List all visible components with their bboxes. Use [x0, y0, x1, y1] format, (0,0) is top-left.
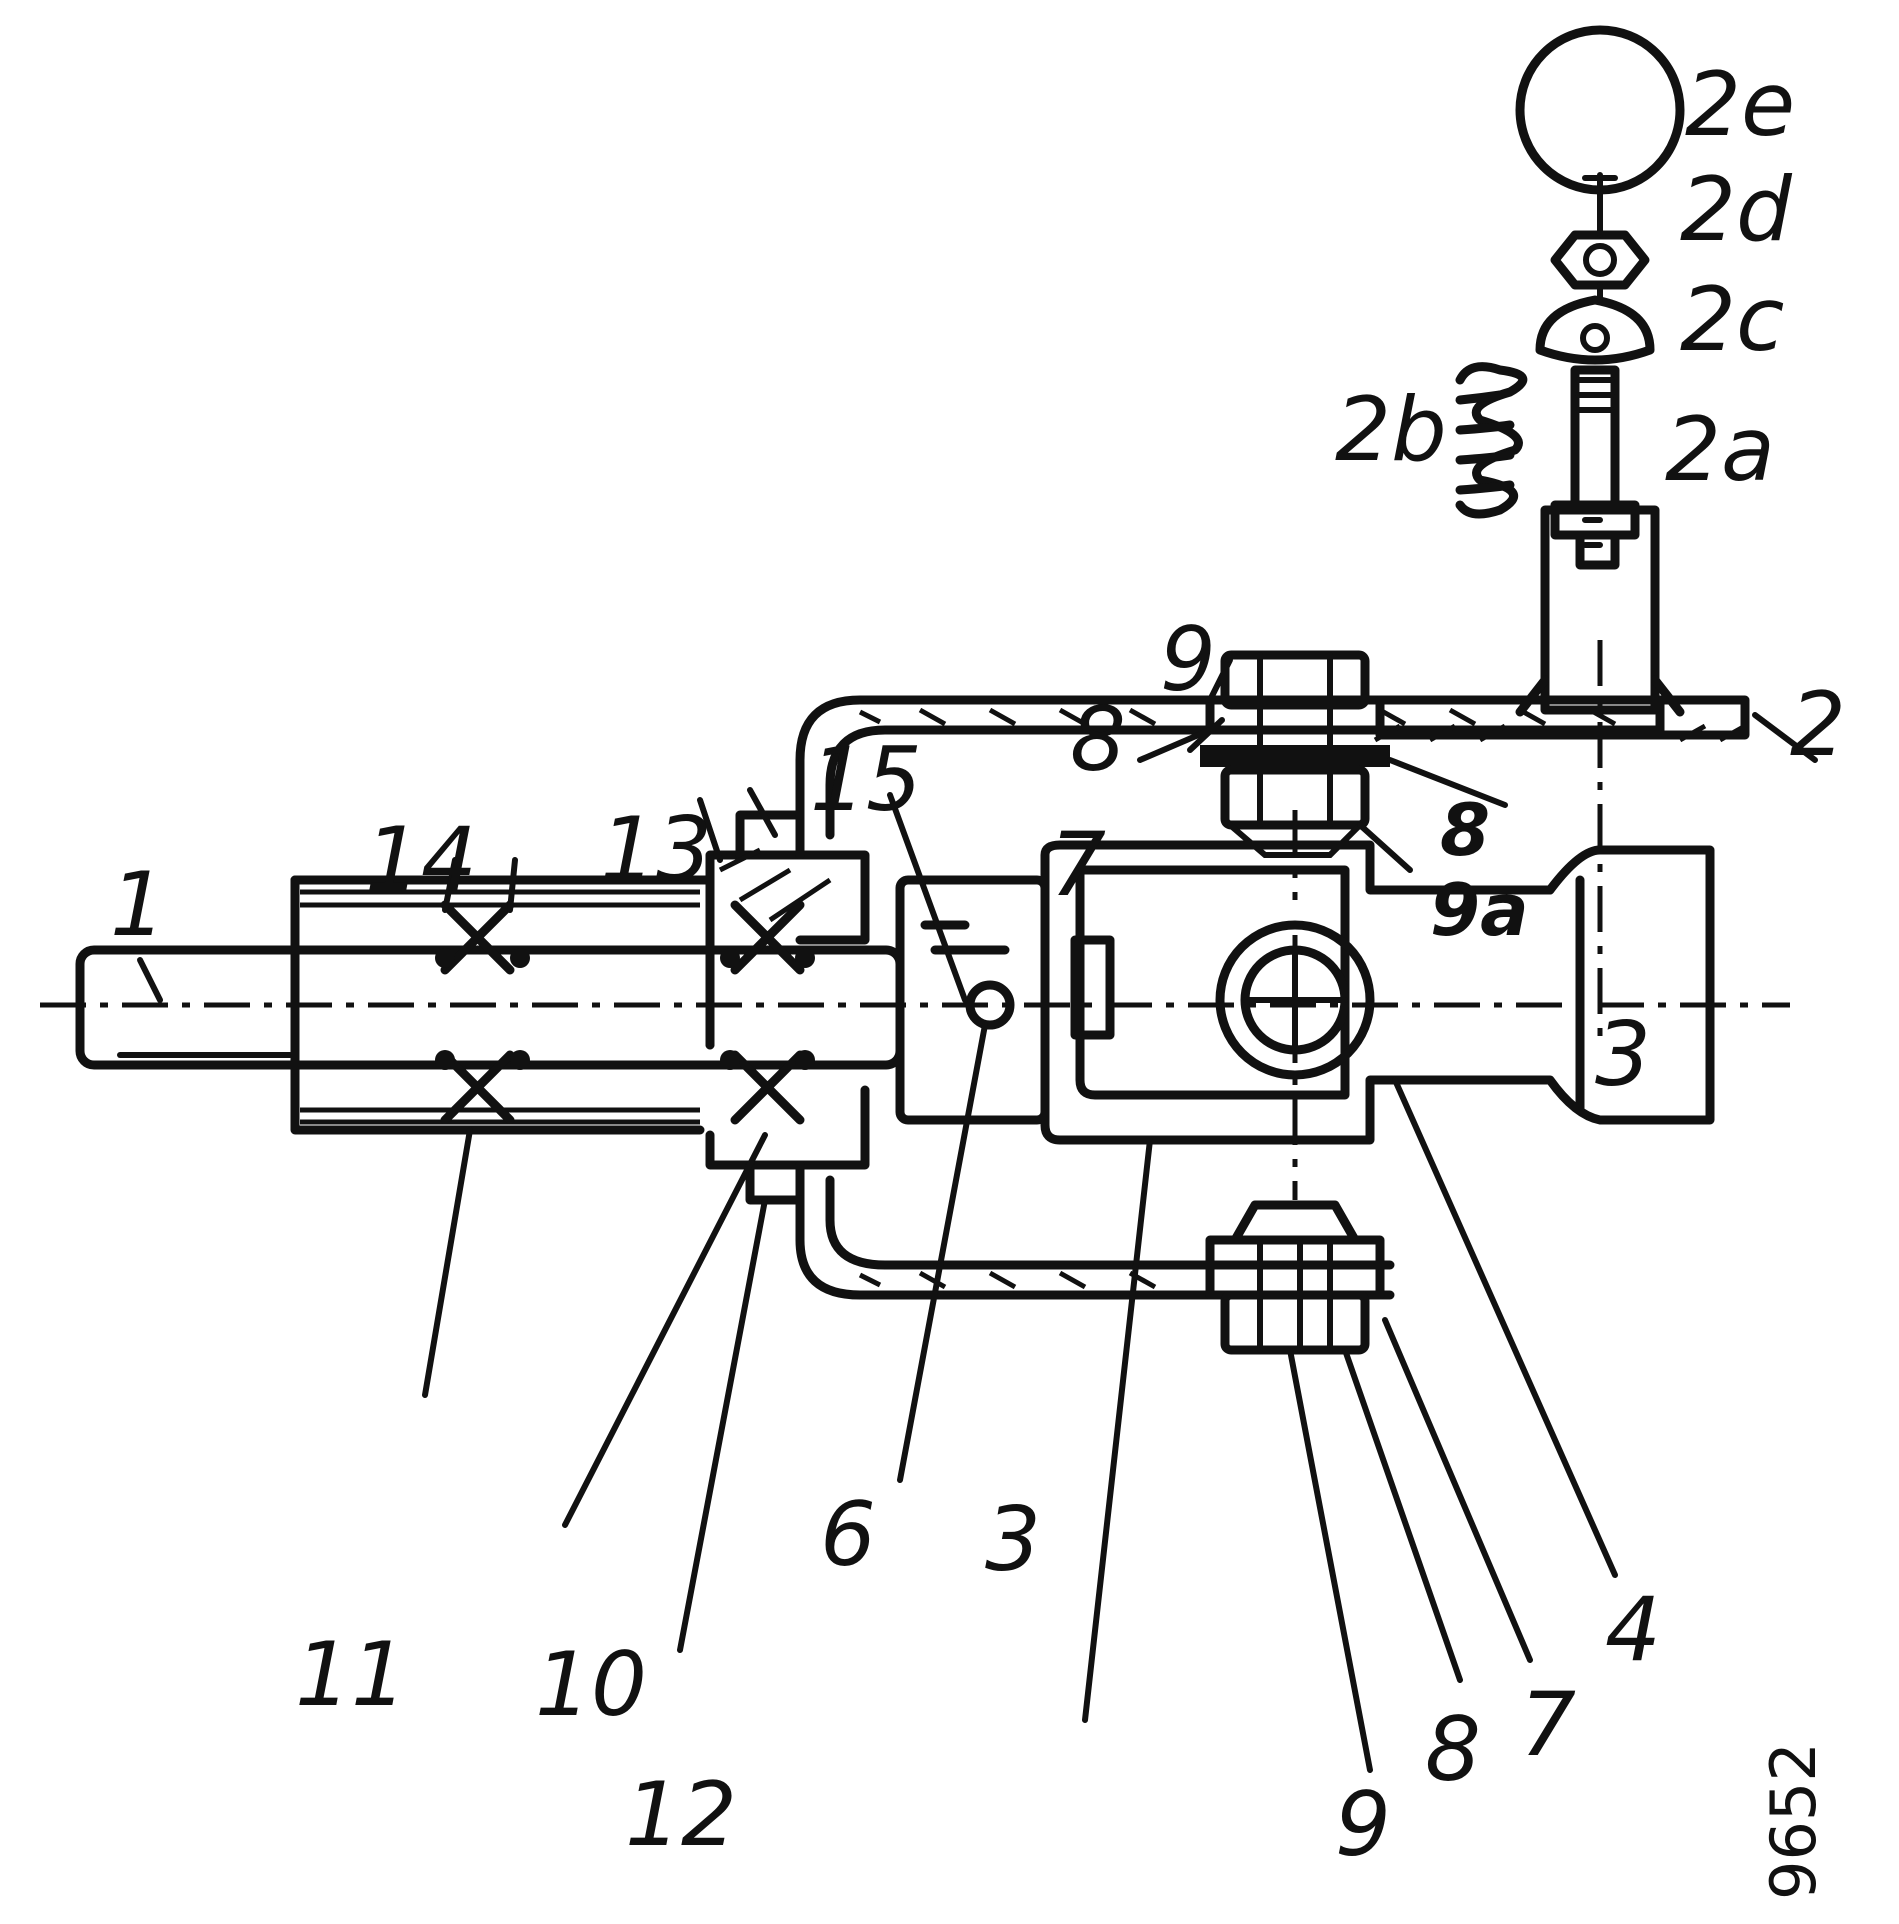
- bolt-assembly-top: [1200, 650, 1390, 858]
- callout-15: 15: [810, 728, 922, 831]
- callout-2: 2: [1790, 673, 1846, 776]
- callout-8-top: 8: [1070, 688, 1126, 791]
- callout-2a: 2a: [1665, 398, 1775, 501]
- callout-2e: 2e: [1685, 53, 1795, 156]
- callout-2d: 2d: [1680, 158, 1793, 261]
- nut-2d: [1550, 230, 1650, 303]
- callout-13: 13: [600, 798, 712, 901]
- gland-collar: [705, 810, 870, 1205]
- post-2: [1373, 505, 1750, 743]
- pivot-4: [1215, 920, 1375, 1080]
- callout-3-right: 3: [1595, 1003, 1651, 1106]
- callout-1: 1: [110, 853, 166, 956]
- callout-2b: 2b: [1335, 378, 1447, 481]
- callout-9-bottom: 9: [1335, 1773, 1391, 1876]
- spring-2b: [1455, 362, 1528, 519]
- callout-7-bottom: 7: [1520, 1673, 1576, 1776]
- callout-8-bottom: 8: [1425, 1698, 1481, 1801]
- callout-8-mid: 8: [1440, 788, 1490, 872]
- knob-2e: [1515, 25, 1685, 238]
- callout-9a: 9a: [1430, 868, 1529, 952]
- outer-casing: [795, 695, 1665, 1300]
- leader-lines: [137, 657, 1818, 1773]
- callout-3-bottom: 3: [985, 1488, 1041, 1591]
- bolt-assembly-bottom: [1205, 1200, 1385, 1355]
- callout-11: 11: [295, 1623, 407, 1726]
- callout-14: 14: [365, 808, 477, 911]
- reference-number: 9652: [1757, 1742, 1830, 1900]
- callout-4: 4: [1605, 1578, 1661, 1681]
- stud-2a: [1550, 365, 1640, 570]
- yoke-3: [1040, 840, 1715, 1145]
- washer-2c: [1535, 295, 1655, 365]
- callout-7-top: 7: [1050, 813, 1106, 916]
- callout-6: 6: [820, 1483, 876, 1586]
- callout-2c: 2c: [1680, 268, 1784, 371]
- callout-9-top: 9: [1160, 608, 1216, 711]
- callout-10: 10: [535, 1633, 647, 1736]
- callout-12: 12: [625, 1763, 737, 1866]
